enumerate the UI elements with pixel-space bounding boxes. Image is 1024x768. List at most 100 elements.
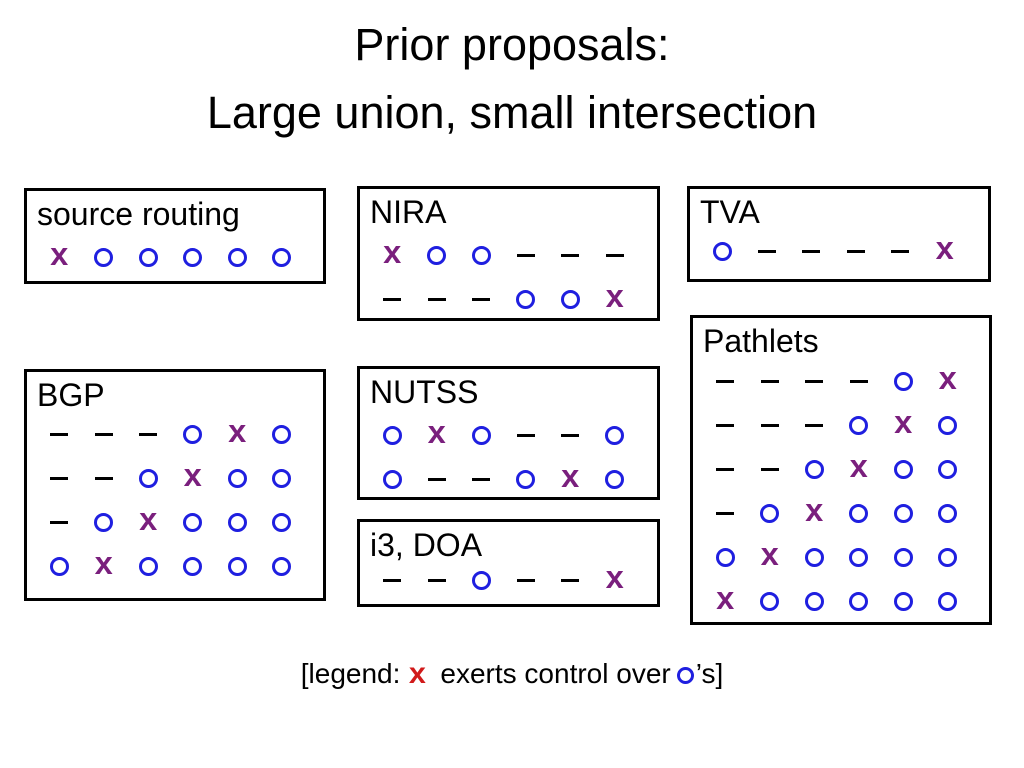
cell-controlled xyxy=(260,412,305,456)
cell-controlled xyxy=(260,500,305,544)
cell-controller: x xyxy=(748,535,793,579)
cell-none xyxy=(548,558,593,602)
o-circle-icon xyxy=(272,247,292,267)
dash-icon xyxy=(427,297,446,301)
dash-icon xyxy=(383,297,402,301)
cell-controller: x xyxy=(82,544,127,588)
dash-icon xyxy=(383,578,402,582)
dash-icon xyxy=(716,511,735,515)
box-source-routing: source routing x xyxy=(24,188,326,284)
cell-none xyxy=(748,403,793,447)
cell-none xyxy=(37,412,82,456)
o-circle-icon xyxy=(272,512,292,532)
symbol-row: x xyxy=(703,579,970,623)
cell-controller: x xyxy=(881,403,926,447)
o-circle-icon xyxy=(804,591,824,611)
cell-controlled xyxy=(926,403,971,447)
o-circle-icon xyxy=(138,247,158,267)
dash-icon xyxy=(139,432,158,436)
o-circle-icon xyxy=(804,547,824,567)
cell-controlled xyxy=(459,233,504,277)
cell-controlled xyxy=(593,457,638,501)
cell-controlled xyxy=(593,413,638,457)
dash-icon xyxy=(760,379,779,383)
cell-controlled xyxy=(260,456,305,500)
o-circle-icon xyxy=(471,425,491,445)
o-circle-icon xyxy=(183,512,203,532)
cell-none xyxy=(82,456,127,500)
o-circle-icon xyxy=(893,503,913,523)
box-title: NUTSS xyxy=(370,374,479,410)
o-circle-icon xyxy=(272,556,292,576)
cell-controlled xyxy=(837,491,882,535)
o-circle-icon xyxy=(893,371,913,391)
cell-none xyxy=(837,359,882,403)
symbol-grid: x xyxy=(37,235,304,279)
o-circle-icon xyxy=(516,469,536,489)
o-circle-icon xyxy=(227,468,247,488)
cell-controller: x xyxy=(548,457,593,501)
box-title: source routing xyxy=(37,196,240,232)
symbol-row: x xyxy=(700,229,967,273)
cell-controlled xyxy=(215,544,260,588)
symbol-row: x xyxy=(37,412,304,456)
cell-controlled xyxy=(837,403,882,447)
cell-none xyxy=(415,457,460,501)
cell-controller: x xyxy=(370,233,415,277)
x-mark-icon: x xyxy=(382,236,402,273)
cell-controlled xyxy=(126,235,171,279)
symbol-row: x xyxy=(37,456,304,500)
x-mark-icon: x xyxy=(49,238,69,275)
cell-controlled xyxy=(415,233,460,277)
symbol-row: x xyxy=(37,500,304,544)
o-circle-icon xyxy=(849,547,869,567)
cell-none xyxy=(745,229,790,273)
dash-icon xyxy=(805,379,824,383)
o-circle-icon xyxy=(138,556,158,576)
symbol-row: x xyxy=(703,491,970,535)
cell-none xyxy=(789,229,834,273)
x-mark-icon: x xyxy=(605,280,625,317)
cell-controlled xyxy=(504,457,549,501)
cell-controlled xyxy=(792,447,837,491)
cell-controlled xyxy=(926,579,971,623)
cell-none xyxy=(370,558,415,602)
cell-none xyxy=(548,413,593,457)
cell-controlled xyxy=(459,558,504,602)
cell-controller: x xyxy=(926,359,971,403)
slide-title-line-1: Prior proposals: xyxy=(354,19,670,70)
cell-controller: x xyxy=(703,579,748,623)
o-circle-icon xyxy=(427,245,447,265)
x-mark-icon: x xyxy=(715,582,735,619)
legend-suffix: ’s] xyxy=(695,658,724,689)
cell-controlled xyxy=(926,491,971,535)
cell-none xyxy=(37,456,82,500)
symbol-row: x xyxy=(370,277,637,321)
dash-icon xyxy=(561,433,580,437)
cell-controlled xyxy=(504,277,549,321)
cell-none xyxy=(37,500,82,544)
o-circle-icon xyxy=(516,289,536,309)
box-tva: TVA x xyxy=(687,186,991,282)
cell-none xyxy=(504,558,549,602)
dash-icon xyxy=(50,476,69,480)
symbol-grid: x xyxy=(370,558,637,602)
cell-controller: x xyxy=(593,558,638,602)
cell-none xyxy=(459,457,504,501)
cell-controller: x xyxy=(593,277,638,321)
dash-icon xyxy=(516,253,535,257)
cell-controlled xyxy=(881,535,926,579)
o-circle-icon xyxy=(712,241,732,261)
cell-none xyxy=(504,233,549,277)
o-circle-icon xyxy=(849,503,869,523)
cell-controlled xyxy=(703,535,748,579)
symbol-row: x xyxy=(37,544,304,588)
symbol-row: x xyxy=(37,235,304,279)
o-circle-icon xyxy=(605,469,625,489)
o-circle-icon xyxy=(804,459,824,479)
dash-icon xyxy=(472,297,491,301)
